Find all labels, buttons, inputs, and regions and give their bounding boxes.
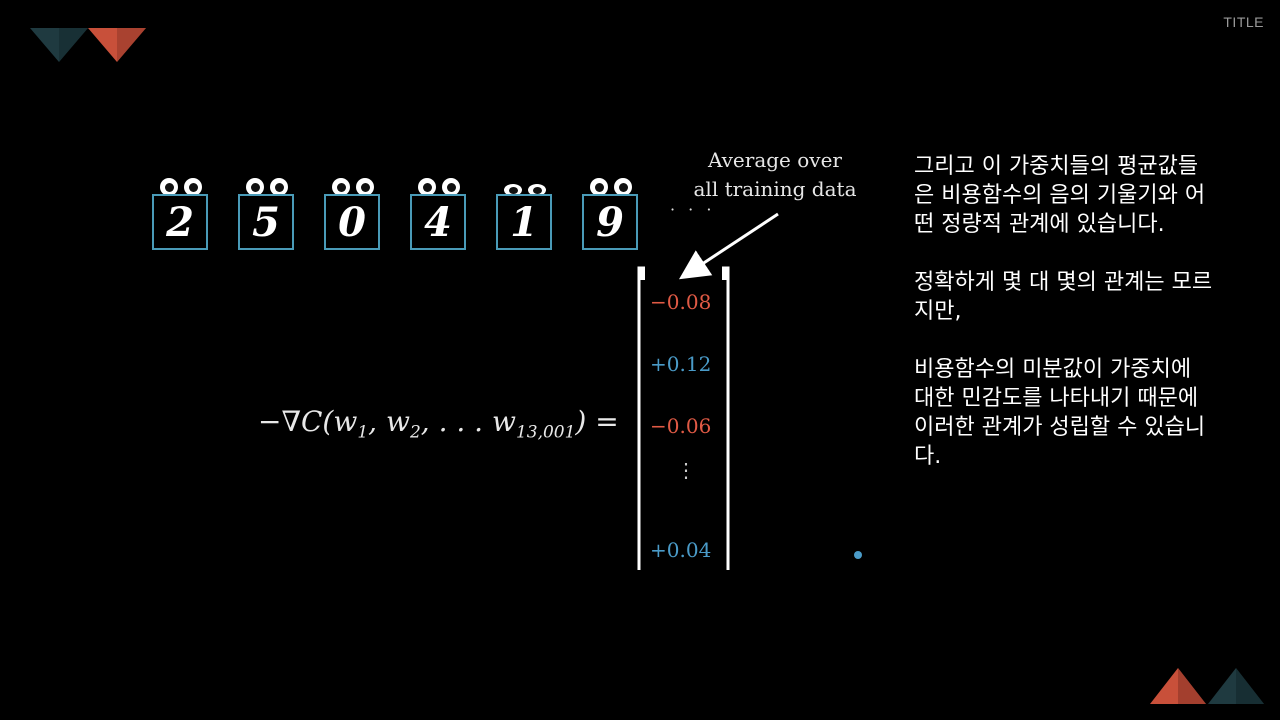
digit-image: 2 [152, 194, 208, 250]
equation-part: , w [368, 405, 410, 438]
equation-part: , . . . w [420, 405, 516, 438]
eyes-icon [242, 178, 298, 198]
annotation-line-1: Average over [708, 148, 842, 172]
gradient-value: +0.04 [650, 538, 712, 562]
eyes-icon [328, 178, 384, 198]
annotation-arrow-icon [678, 212, 779, 280]
left-bracket-icon [637, 266, 645, 570]
digit-image: 5 [238, 194, 294, 250]
vector-vertical-ellipsis: ⋮ [676, 458, 696, 482]
decorative-triangles-top [30, 28, 146, 62]
annotation-line-2: all training data [693, 177, 857, 201]
eyes-icon [586, 178, 642, 198]
equation-subscript: 1 [357, 422, 369, 443]
slide-title-tag: TITLE [1223, 14, 1264, 30]
digit-image: 9 [582, 194, 638, 250]
equation-part: ) = [575, 405, 619, 438]
equation-subscript: 13,001 [515, 422, 576, 443]
eyes-icon [414, 178, 470, 198]
explanation-text: 그리고 이 가중치들의 평균값들은 비용함수의 음의 기울기와 어떤 정량적 관… [914, 152, 1214, 500]
digit-image: 1 [496, 194, 552, 250]
eyes-icon [156, 178, 212, 198]
gradient-equation: −∇C(w1, w2, . . . w13,001) = [258, 405, 619, 443]
gradient-value: +0.12 [650, 352, 712, 376]
right-bracket-cap [722, 268, 729, 280]
equation-subscript: 2 [409, 422, 421, 443]
left-bracket-cap [638, 268, 645, 280]
partial-dot-icon [854, 551, 862, 559]
explanation-paragraph: 그리고 이 가중치들의 평균값들은 비용함수의 음의 기울기와 어떤 정량적 관… [914, 154, 1206, 237]
right-bracket-icon [722, 266, 730, 570]
digit-image: 0 [324, 194, 380, 250]
explanation-paragraph: 비용함수의 미분값이 가중치에 대한 민감도를 나타내기 때문에 이러한 관계가… [914, 357, 1206, 469]
gradient-value: −0.06 [650, 414, 712, 438]
decorative-triangles-bottom [1150, 668, 1264, 704]
digit-image: 4 [410, 194, 466, 250]
digits-ellipsis: · · · [670, 200, 716, 219]
eyes-icon [500, 184, 556, 204]
gradient-value: −0.08 [650, 290, 712, 314]
equation-part: −∇C(w [258, 405, 358, 438]
explanation-paragraph: 정확하게 몇 대 몇의 관계는 모르지만, [914, 270, 1213, 324]
average-annotation: Average over all training data [680, 146, 870, 204]
